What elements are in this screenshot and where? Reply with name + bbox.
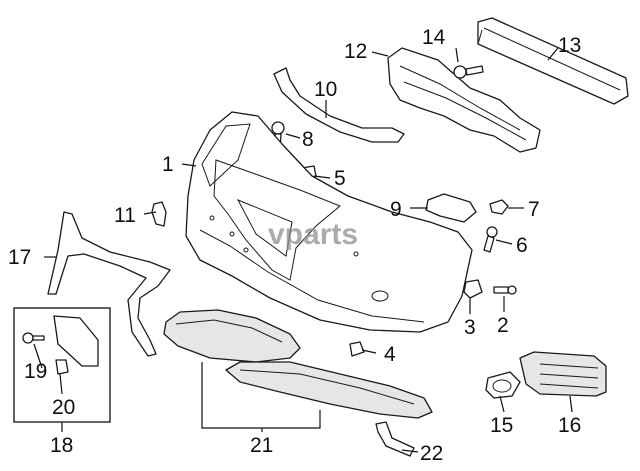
callout-5: 5: [334, 167, 346, 190]
bolt-2: [493, 285, 517, 295]
callout-3: 3: [464, 316, 476, 339]
callout-11: 11: [114, 204, 136, 227]
bumper-cover: [185, 111, 473, 333]
callout-16: 16: [558, 414, 581, 437]
callout-14: 14: [422, 26, 446, 49]
callout-17: 17: [8, 246, 31, 269]
callout-20: 20: [52, 396, 75, 419]
callout-6: 6: [516, 234, 528, 257]
fog-lamp-ring: [485, 371, 521, 399]
bracket-9: [425, 193, 477, 223]
bracket-22: [375, 421, 415, 457]
callout-4: 4: [384, 343, 396, 366]
callout-19: 19: [24, 360, 47, 383]
callout-1: 1: [162, 153, 174, 176]
callout-numbers: 1 2 3 4 5 6 7 8 9 10 11 12 13 14 15 16 1…: [8, 26, 581, 465]
nut-3: [463, 279, 483, 299]
clip-11: [151, 201, 167, 227]
energy-absorber: [387, 47, 541, 153]
callout-2: 2: [497, 314, 509, 337]
bumper-reinforcement: [477, 17, 629, 105]
clip-4: [349, 341, 365, 357]
fog-lamp-grille: [519, 351, 607, 397]
side-retainer: [47, 211, 171, 357]
callout-9: 9: [390, 198, 402, 221]
callout-8: 8: [302, 128, 314, 151]
callout-7: 7: [528, 198, 540, 221]
bolt-6: [483, 226, 498, 253]
watermark: vparts: [268, 218, 358, 251]
callout-18: 18: [50, 434, 73, 457]
splash-shield-lower: [225, 361, 433, 419]
callout-22: 22: [420, 442, 443, 465]
upper-retainer: [273, 67, 405, 143]
splash-shield-upper: [163, 309, 301, 363]
bolt-14: [453, 65, 484, 79]
callout-10: 10: [314, 78, 337, 101]
leader-lines: [33, 47, 573, 453]
callout-15: 15: [490, 414, 513, 437]
clip-7: [489, 199, 509, 215]
callout-13: 13: [558, 34, 581, 57]
callout-12: 12: [344, 40, 367, 63]
callout-21: 21: [250, 434, 273, 457]
